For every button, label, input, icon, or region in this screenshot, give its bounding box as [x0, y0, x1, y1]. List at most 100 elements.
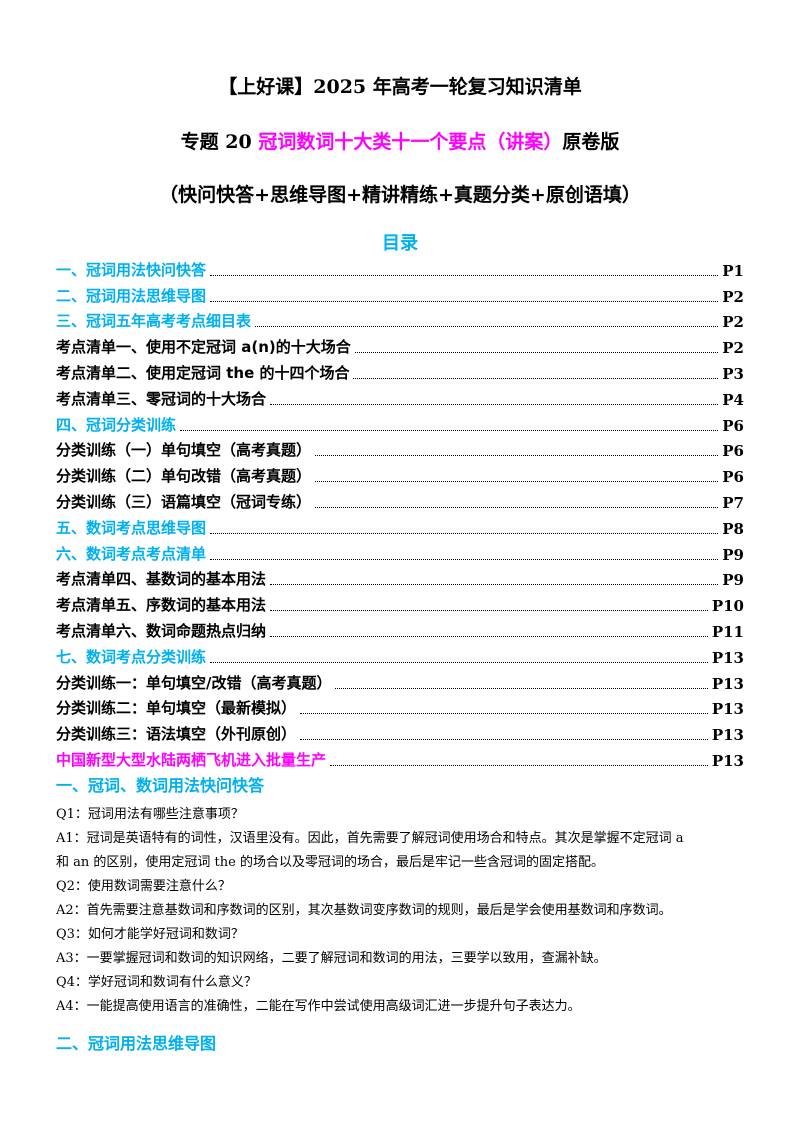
toc-entry[interactable]: 二、冠词用法思维导图 P2: [56, 280, 744, 306]
toc-entry-label: 分类训练（二）单句改错（高考真题）: [56, 467, 312, 486]
subtitle-suffix: 原卷版: [562, 131, 620, 153]
toc-entry-page: P9: [722, 571, 744, 590]
toc-entry[interactable]: 六、数词考点考点清单 P9: [56, 538, 744, 564]
toc-entry[interactable]: 三、冠词五年高考考点细目表 P2: [56, 306, 744, 332]
qa-line: Q3：如何才能学好冠词和数词？: [56, 927, 244, 942]
toc-entry-label: 考点清单六、数词命题热点归纳: [56, 621, 267, 640]
toc-entry[interactable]: 分类训练一：单句填空/改错（高考真题） P13: [56, 667, 744, 693]
toc-leader-dots: [270, 403, 719, 405]
toc-leader-dots: [255, 325, 719, 328]
toc-entry-label: 考点清单五、序数词的基本用法: [56, 596, 267, 615]
qa-line: Q4：学好冠词和数词有什么意义？: [56, 975, 257, 990]
toc-leader-dots: [210, 661, 708, 663]
toc-entry[interactable]: 考点清单四、基数词的基本用法 P9: [56, 564, 744, 590]
toc-entry-label: 考点清单三、零冠词的十大场合: [56, 389, 267, 408]
toc-entry-label: 五、数词考点思维导图: [56, 518, 207, 537]
toc-leader-dots: [210, 300, 719, 302]
toc-heading: 目录: [382, 233, 418, 254]
qa-line: A4：一能提高使用语言的准确性，二能在写作中尝试使用高级词汇进一步提升句子表达力…: [56, 999, 581, 1014]
section-heading-qa: 一、冠词、数词用法快问快答: [56, 776, 265, 795]
section-heading-mindmap: 二、冠词用法思维导图: [56, 1034, 217, 1053]
toc-leader-dots: [210, 558, 719, 560]
toc-entry[interactable]: 考点清单六、数词命题热点归纳 P11: [56, 615, 744, 641]
toc-entry-label: 分类训练一：单句填空/改错（高考真题）: [56, 673, 332, 692]
subtitle: 专题 20 冠词数词十大类十一个要点（讲案）原卷版: [0, 127, 800, 154]
toc-entry-label: 一、冠词用法快问快答: [56, 260, 207, 279]
toc-leader-dots: [270, 635, 708, 637]
toc-entry[interactable]: 分类训练二：单句填空（最新模拟） P13: [56, 693, 744, 719]
qa-line: Q1：冠词用法有哪些注意事项？: [56, 807, 244, 822]
toc-leader-dots: [335, 687, 708, 689]
toc-entry-label: 四、冠词分类训练: [56, 415, 177, 434]
toc-entry-page: P2: [722, 287, 744, 306]
toc-entry-page: P13: [711, 726, 744, 745]
toc-entry-label: 中国新型大型水陆两栖飞机进入批量生产: [56, 750, 327, 769]
toc-entry[interactable]: 分类训练（一）单句填空（高考真题） P6: [56, 435, 744, 461]
toc-entry-label: 二、冠词用法思维导图: [56, 286, 207, 305]
toc-leader-dots: [270, 609, 708, 612]
qa-block: Q1：冠词用法有哪些注意事项？ A1：冠词是英语特有的词性，汉语里没有。因此，首先…: [56, 803, 746, 1019]
toc-entry[interactable]: 一、冠词用法快问快答 P1: [56, 254, 744, 280]
toc-entry[interactable]: 分类训练（三）语篇填空（冠词专练） P7: [56, 486, 744, 512]
toc-entry-label: 考点清单一、使用不定冠词 a(n)的十大场合: [56, 338, 351, 357]
toc-entry-label: 七、数词考点分类训练: [56, 647, 207, 666]
toc-entry-label: 三、冠词五年高考考点细目表: [56, 312, 252, 331]
toc-leader-dots: [315, 454, 719, 457]
toc-entry-page: P6: [722, 442, 744, 461]
qa-line: 和 an 的区别，使用定冠词 the 的场合以及零冠词的场合，最后是牢记一些含冠…: [56, 855, 604, 870]
toc-entry[interactable]: 中国新型大型水陆两栖飞机进入批量生产 P13: [56, 744, 744, 770]
toc-entry-page: P3: [722, 364, 744, 383]
toc-leader-dots: [315, 506, 719, 508]
toc-entry[interactable]: 考点清单一、使用不定冠词 a(n)的十大场合 P2: [56, 331, 744, 357]
toc-entry[interactable]: 五、数词考点思维导图 P8: [56, 512, 744, 538]
toc-entry-page: P13: [711, 674, 744, 693]
toc-entry-page: P6: [722, 468, 744, 487]
toc-entry-label: 考点清单二、使用定冠词 the 的十四个场合: [56, 363, 350, 382]
toc-entry[interactable]: 分类训练（二）单句改错（高考真题） P6: [56, 460, 744, 486]
toc-leader-dots: [300, 712, 708, 715]
toc-entry-label: 考点清单四、基数词的基本用法: [56, 570, 267, 589]
qa-line: A2：首先需要注意基数词和序数词的区别，其次基数词变序数词的规则，最后是学会使用…: [56, 903, 672, 918]
toc-entry-label: 分类训练（三）语篇填空（冠词专练）: [56, 492, 312, 511]
toc-entry-page: P10: [711, 597, 744, 616]
toc-entry-page: P9: [722, 545, 744, 564]
toc-leader-dots: [180, 429, 719, 431]
toc-leader-dots: [210, 532, 719, 534]
toc-entry[interactable]: 四、冠词分类训练 P6: [56, 409, 744, 435]
qa-line: A3：一要掌握冠词和数词的知识网络，二要了解冠词和数词的用法，三要学以致用，查漏…: [56, 951, 607, 966]
toc-leader-dots: [354, 351, 719, 354]
toc-entry-label: 分类训练（一）单句填空（高考真题）: [56, 441, 312, 460]
toc-entry[interactable]: 七、数词考点分类训练 P13: [56, 641, 744, 667]
toc-entry-page: P2: [722, 313, 744, 332]
toc-entry-page: P11: [711, 622, 744, 641]
subtitle-features: （快问快答+思维导图+精讲精练+真题分类+原创语填）: [159, 184, 641, 206]
toc-entry-page: P8: [722, 519, 744, 538]
toc-entry-page: P2: [722, 339, 744, 358]
toc-entry-page: P4: [722, 390, 744, 409]
subtitle-highlight: 冠词数词十大类十一个要点（讲案）: [258, 131, 563, 153]
qa-line: Q2：使用数词需要注意什么？: [56, 879, 231, 894]
toc-entry-page: P13: [711, 700, 744, 719]
toc-entry-label: 分类训练二：单句填空（最新模拟）: [56, 699, 297, 718]
toc-leader-dots: [270, 583, 719, 586]
toc-entry[interactable]: 考点清单三、零冠词的十大场合 P4: [56, 383, 744, 409]
toc-leader-dots: [300, 738, 708, 741]
toc-entry-page: P13: [711, 648, 744, 667]
toc-entry-label: 分类训练三：语法填空（外刊原创）: [56, 725, 297, 744]
toc-entry-page: P6: [722, 416, 744, 435]
toc-leader-dots: [353, 377, 719, 379]
toc-entry-page: P1: [722, 261, 744, 280]
toc-entry-label: 六、数词考点考点清单: [56, 544, 207, 563]
main-title: 【上好课】2025 年高考一轮复习知识清单: [218, 76, 582, 98]
subtitle-prefix: 专题 20: [180, 131, 259, 153]
toc-entry-page: P7: [722, 493, 744, 512]
toc-leader-dots: [315, 480, 719, 483]
toc-entry[interactable]: 分类训练三：语法填空（外刊原创） P13: [56, 718, 744, 744]
toc-entry-page: P13: [711, 751, 744, 770]
toc-entry[interactable]: 考点清单二、使用定冠词 the 的十四个场合 P3: [56, 357, 744, 383]
toc-entry[interactable]: 考点清单五、序数词的基本用法 P10: [56, 589, 744, 615]
toc-leader-dots: [210, 274, 719, 276]
qa-line: A1：冠词是英语特有的词性，汉语里没有。因此，首先需要了解冠词使用场合和特点。其…: [56, 831, 684, 846]
